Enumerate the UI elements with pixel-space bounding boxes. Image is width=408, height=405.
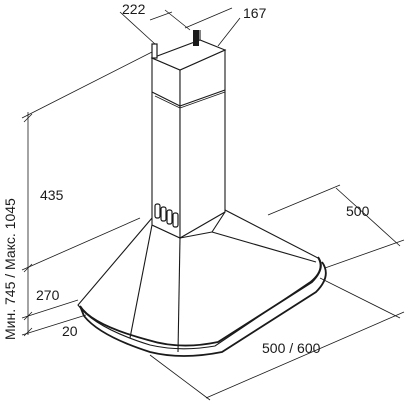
range-hood xyxy=(77,30,327,357)
dim-canopy-height: 270 xyxy=(36,287,60,303)
dim-chimney-top-depth: 167 xyxy=(243,5,267,21)
hood-rim xyxy=(79,256,322,347)
mount-bracket-left xyxy=(151,43,158,59)
top-dimension-lines xyxy=(119,7,241,47)
dim-rim-height: 20 xyxy=(62,323,78,339)
vent-slots xyxy=(154,203,179,228)
depth-dimension-lines xyxy=(267,184,405,269)
dim-depth: 500 xyxy=(346,203,370,219)
dim-chimney-top-width: 222 xyxy=(122,1,146,17)
dim-width: 500 / 600 xyxy=(262,340,321,356)
width-dimension-lines xyxy=(149,277,405,401)
dim-height-range: Мин. 745 / Макс. 1045 xyxy=(2,198,18,340)
hood-canopy xyxy=(77,209,321,350)
dim-chimney-height: 435 xyxy=(40,187,64,203)
height-dimension-lines xyxy=(21,51,153,337)
mount-bracket-right xyxy=(193,30,199,46)
